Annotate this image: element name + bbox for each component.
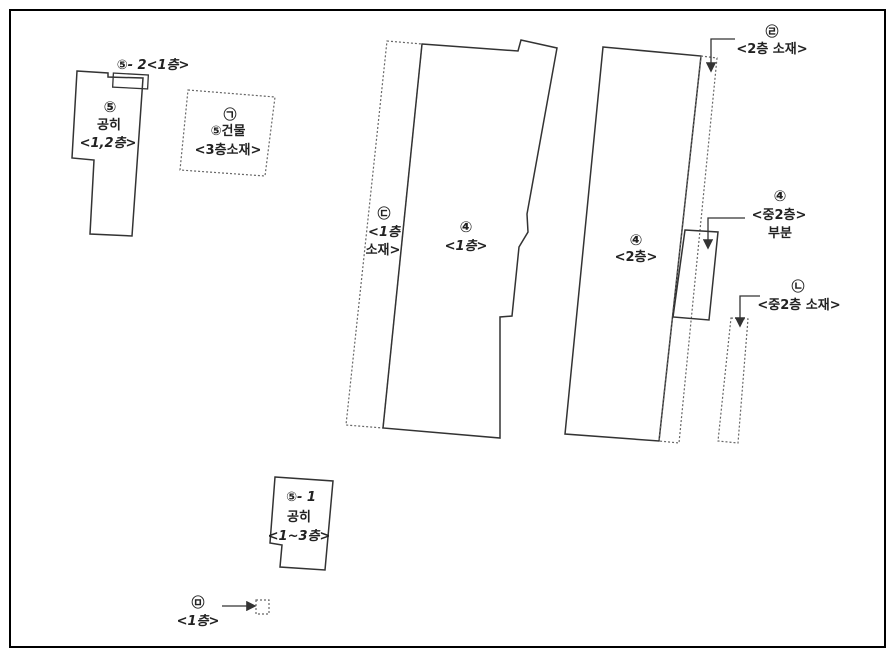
building-giyeok-name: ⑤건물	[210, 124, 246, 139]
mezzanine-label: <중2층>	[751, 208, 807, 223]
building-giyeok-mark: ㉠	[223, 108, 237, 123]
nieun-label: <중2층 소재>	[757, 298, 841, 313]
mezzanine-part: 부분	[768, 226, 792, 241]
arrow-r	[705, 38, 735, 73]
r-mark: ㉣	[765, 25, 779, 40]
building-5-mark: ⑤	[103, 98, 117, 116]
mieum-floor: <1층>	[176, 614, 220, 629]
building-5-1-outline	[269, 476, 334, 571]
building-mieum-outline	[255, 599, 270, 615]
arrow-mezzanine	[702, 217, 745, 250]
mezzanine-mark: ④	[773, 187, 787, 205]
building-giyeok-floors: <3층소재>	[194, 143, 262, 158]
building-4-floor1-label: <1층>	[444, 239, 488, 254]
building-5-1-name: 공히	[287, 510, 311, 525]
nieun-mark: ㉡	[791, 280, 805, 295]
building-5-2-label: ⑤- 2<1층>	[116, 58, 190, 73]
mezzanine-outline	[672, 229, 719, 321]
building-r-dashed-outline	[658, 55, 718, 444]
building-c-floor: <1층	[368, 225, 400, 240]
building-4-floor1-outline	[382, 39, 558, 439]
building-nieun-outline	[717, 317, 749, 444]
arrow-nieun	[734, 295, 760, 328]
mieum-mark: ㉤	[191, 596, 205, 611]
building-5-1-title: ⑤- 1	[286, 490, 316, 505]
building-c-text: 소재>	[365, 243, 401, 258]
building-4-floor2-label: <2층>	[614, 250, 658, 265]
building-5-1-floors: <1~3층>	[267, 529, 331, 544]
building-c-mark: ㉢	[377, 207, 391, 222]
outer-border	[9, 9, 886, 648]
building-5-name: 공히	[97, 118, 121, 133]
r-label: <2층 소재>	[736, 42, 808, 57]
building-5-floors: <1,2층>	[79, 136, 137, 151]
building-4-floor2-outline	[564, 46, 702, 442]
building-4-floor2-mark: ④	[629, 231, 643, 249]
building-4-floor1-mark: ④	[459, 218, 473, 236]
building-5-2-outline	[111, 72, 150, 90]
building-5-outline	[71, 70, 144, 237]
